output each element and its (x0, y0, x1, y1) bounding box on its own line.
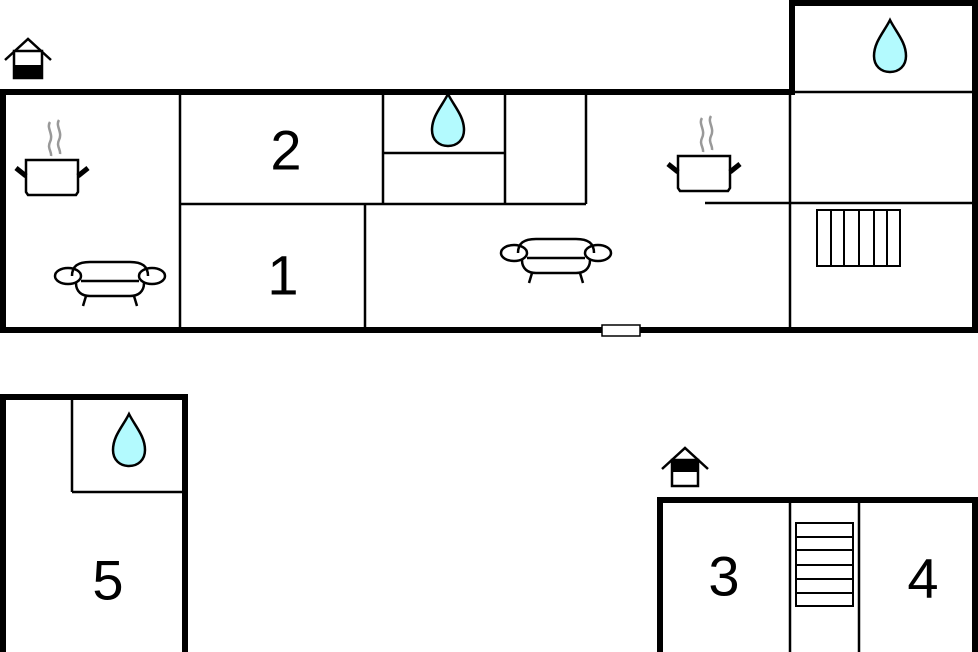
annex-3-4: 3 4 (657, 446, 978, 652)
entrance-house-icon (3, 37, 53, 80)
main-building: 2 1 (0, 0, 978, 337)
sofa-icon (53, 260, 167, 308)
room-label-1: 1 (267, 244, 298, 307)
stairs-icon (816, 209, 901, 267)
entrance-house-icon (660, 446, 710, 488)
room-label-5: 5 (92, 549, 123, 612)
room-label-3: 3 (708, 545, 739, 608)
kitchen-pot-icon (16, 120, 88, 195)
door (601, 324, 641, 337)
annex-3-4-outer-wall (657, 497, 978, 652)
annex-5-outer-wall (0, 394, 188, 652)
annex-5: 5 (0, 394, 188, 652)
kitchen-pot-icon (668, 116, 740, 191)
room-label-4: 4 (907, 547, 938, 610)
sofa-icon (499, 237, 613, 285)
main-building-outer-wall (0, 0, 978, 333)
stairs-icon (795, 522, 854, 607)
water-drop-icon (430, 92, 466, 148)
water-drop-icon (872, 18, 908, 74)
room-label-2: 2 (270, 119, 301, 182)
water-drop-icon (111, 412, 147, 468)
